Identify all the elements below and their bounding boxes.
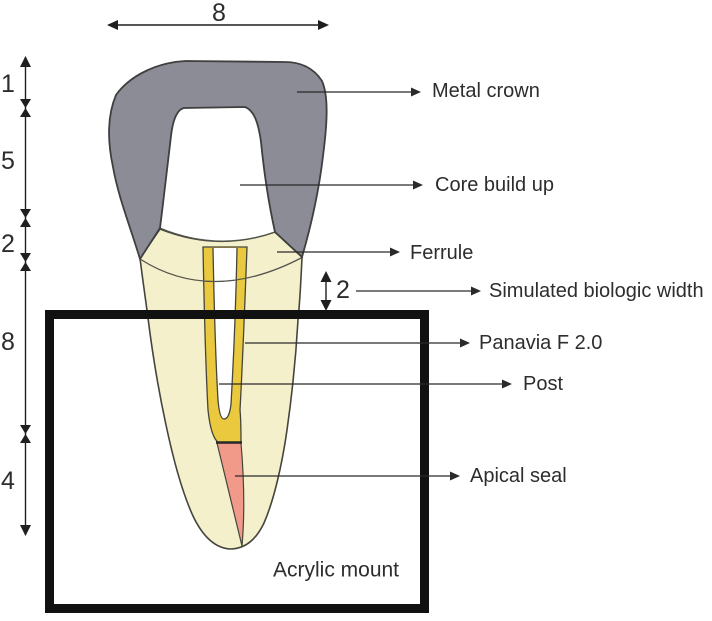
callout-label-ferrule: Ferrule	[410, 242, 473, 264]
arrow-up-icon	[320, 271, 332, 282]
metal-crown-shape	[108, 60, 328, 262]
arrow-right-icon	[460, 338, 470, 348]
arrow-left-icon	[107, 20, 118, 30]
arrow-down-icon	[20, 525, 31, 536]
left-dimension-value-5: 5	[1, 147, 15, 175]
callout-label-panavia: Panavia F 2.0	[479, 332, 602, 354]
arrow-right-icon	[450, 471, 460, 481]
tooth-illustration	[108, 60, 328, 550]
callout-ferrule: Ferrule	[277, 242, 473, 264]
arrow-right-icon	[411, 87, 421, 97]
biologic-width-value: 2	[336, 276, 350, 304]
callout-label-apical-seal: Apical seal	[470, 465, 567, 487]
callout-apical-seal: Apical seal	[235, 465, 567, 487]
callout-simulated-biologic-width: Simulated biologic width	[356, 280, 704, 302]
callout-post: Post	[219, 373, 563, 395]
tick-separator-4	[20, 425, 31, 443]
arrow-right-icon	[318, 20, 329, 30]
biologic-width-dimension: 2	[320, 271, 350, 311]
callout-metal-crown: Metal crown	[297, 80, 540, 102]
left-dimension-value-1: 1	[1, 70, 15, 98]
callouts: Metal crown Core build up Ferrule Simula…	[219, 80, 704, 487]
left-dimension-value-8: 8	[1, 328, 15, 356]
acrylic-mount-label: Acrylic mount	[273, 559, 399, 582]
arrow-right-icon	[471, 286, 481, 296]
callout-label-core-build-up: Core build up	[435, 174, 554, 196]
tick-separator-3	[20, 253, 31, 271]
arrow-right-icon	[390, 247, 400, 257]
left-dimension-value-4: 4	[1, 467, 15, 495]
arrow-right-icon	[502, 379, 512, 389]
callout-label-metal-crown: Metal crown	[432, 80, 540, 102]
callout-label-simulated-biologic-width: Simulated biologic width	[489, 280, 704, 302]
apical-seal-shape	[216, 442, 245, 547]
top-dimension: 8	[107, 0, 329, 30]
left-dimension-value-2: 2	[1, 230, 15, 258]
left-dimension-column: 1 5 2 8 4	[1, 56, 31, 536]
callout-panavia: Panavia F 2.0	[245, 332, 602, 354]
callout-core-build-up: Core build up	[240, 174, 554, 196]
tick-separator-2	[20, 209, 31, 227]
arrow-up-icon	[20, 56, 31, 67]
arrow-right-icon	[413, 180, 423, 190]
callout-label-post: Post	[523, 373, 563, 395]
ferrule-margin-curve	[139, 256, 304, 283]
arrow-down-icon	[320, 300, 332, 311]
tick-separator-1	[20, 99, 31, 117]
post-shape	[212, 247, 238, 420]
acrylic-mount-border	[45, 310, 429, 613]
acrylic-mount: Acrylic mount	[45, 310, 429, 613]
top-dimension-value: 8	[212, 0, 226, 27]
